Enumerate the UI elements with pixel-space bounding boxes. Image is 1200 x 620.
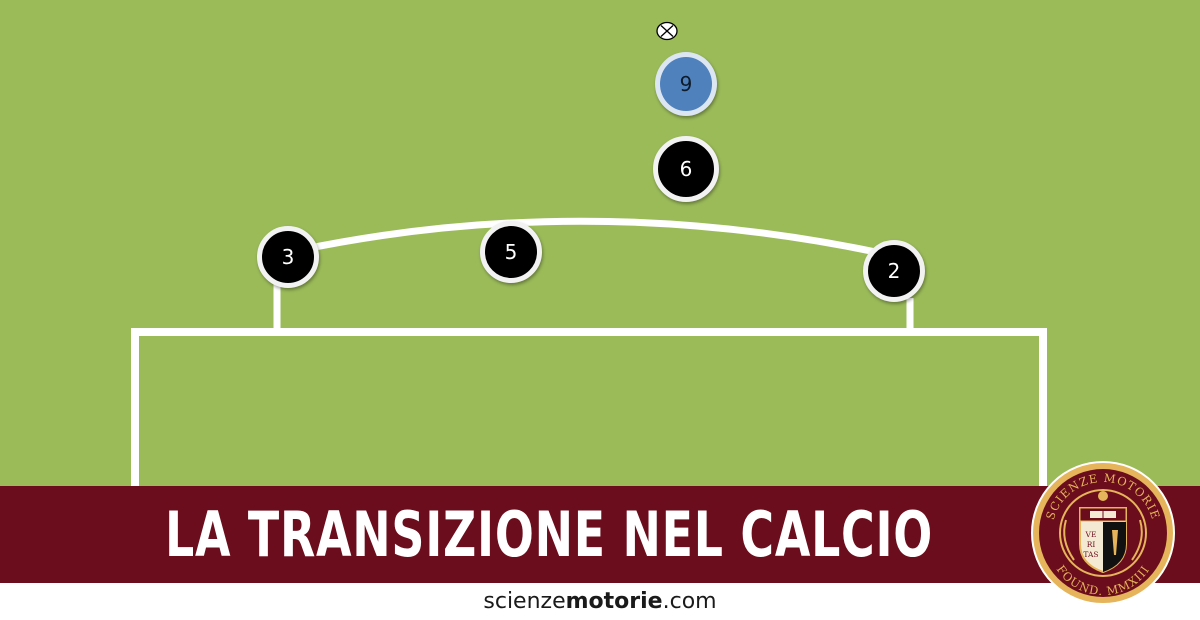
site-url-suffix: .com xyxy=(662,589,717,614)
site-url[interactable]: scienzemotorie.com xyxy=(0,585,1200,620)
site-url-prefix: scienze xyxy=(483,589,566,614)
ball-icon xyxy=(656,21,678,41)
svg-text:VE: VE xyxy=(1085,530,1097,539)
football-pitch: 9 6 3 5 2 xyxy=(0,0,1200,486)
arc-side-lines xyxy=(273,284,914,332)
player-6-token: 6 xyxy=(653,136,719,202)
player-2-token: 2 xyxy=(863,240,925,302)
player-number: 2 xyxy=(887,259,901,283)
svg-text:TAS: TAS xyxy=(1083,550,1098,559)
pitch-lines xyxy=(131,217,1047,486)
player-number: 6 xyxy=(679,157,693,181)
title-banner xyxy=(0,486,1200,583)
player-number: 3 xyxy=(281,245,295,269)
banner-title: LA TRANSIZIONE NEL CALCIO xyxy=(165,498,934,571)
player-number: 9 xyxy=(679,72,693,96)
scienze-motorie-seal-logo: SCIENZE MOTORIE FOUND. MMXIII VE RI TAS xyxy=(1031,461,1175,605)
player-5-token: 5 xyxy=(480,221,542,283)
svg-text:RI: RI xyxy=(1087,540,1096,549)
player-9-token: 9 xyxy=(655,52,717,116)
player-3-token: 3 xyxy=(257,226,319,288)
penalty-area-line xyxy=(131,328,1047,486)
player-number: 5 xyxy=(504,240,518,264)
penalty-arc xyxy=(299,217,891,259)
site-url-bold: motorie xyxy=(565,589,663,614)
